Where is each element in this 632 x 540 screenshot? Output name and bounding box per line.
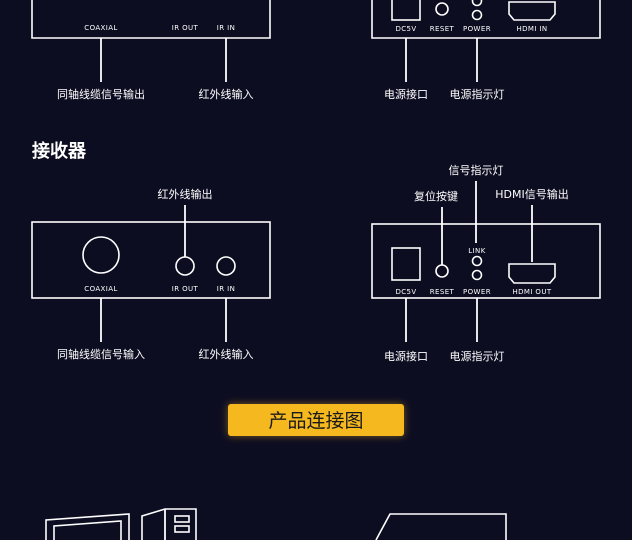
top-left-port-ir-in: IR IN — [217, 24, 235, 32]
receiver-callout-signal-led: 信号指示灯 — [449, 163, 504, 177]
top-led-power — [471, 9, 483, 21]
receiver-heading: 接收器 — [32, 140, 87, 162]
connection-banner-label: 产品连接图 — [268, 410, 363, 432]
receiver-left-port-ir-out: IR OUT — [172, 285, 199, 293]
connection-banner-bg — [228, 404, 404, 436]
receiver-callout-hdmi-output: HDMI信号输出 — [495, 187, 568, 201]
device-illustration — [375, 513, 507, 540]
receiver-led-link — [471, 255, 483, 267]
top-left-port-ir-out: IR OUT — [172, 24, 199, 32]
top-right-device: DC5V RESET POWER HDMI IN 电源接口 电源指示灯 — [371, 0, 601, 101]
top-dc-jack — [391, 0, 421, 21]
receiver-led-power — [471, 269, 483, 281]
receiver-left-port-ir-in: IR IN — [217, 285, 235, 293]
pc-drive-bay-1 — [174, 515, 190, 523]
top-right-port-reset: RESET — [430, 25, 455, 33]
top-right-port-dc5v: DC5V — [395, 25, 416, 33]
top-right-port-power: POWER — [463, 25, 491, 33]
receiver-coaxial-port — [82, 236, 120, 274]
top-right-port-hdmi-in: HDMI IN — [516, 25, 547, 33]
top-callout-ir-input: 红外线输入 — [199, 87, 254, 101]
pc-drive-bay-2 — [174, 525, 190, 533]
device-outline — [375, 513, 507, 540]
receiver-right-device-panel — [371, 223, 601, 299]
connection-banner: 产品连接图 — [228, 404, 404, 436]
monitor-outline — [45, 513, 130, 540]
receiver-right-port-power: POWER — [463, 288, 491, 296]
top-left-device-panel — [31, 0, 271, 39]
receiver-right-port-reset: RESET — [430, 288, 455, 296]
receiver-callout-ir-input: 红外线输入 — [199, 347, 254, 361]
receiver-ir-in-jack — [216, 256, 236, 276]
pc-tower-outline — [141, 508, 197, 540]
top-reset-button — [435, 2, 449, 16]
pc-tower-illustration — [141, 508, 197, 540]
receiver-left-port-coaxial: COAXIAL — [84, 285, 117, 293]
receiver-hdmi-out-port — [508, 263, 556, 284]
receiver-right-port-hdmi-out: HDMI OUT — [512, 288, 551, 296]
monitor-screen — [53, 520, 122, 540]
receiver-ir-out-jack — [175, 256, 195, 276]
receiver-callout-reset: 复位按键 — [414, 189, 458, 203]
top-hdmi-in-port — [508, 1, 556, 21]
top-right-device-panel — [371, 0, 601, 39]
receiver-callout-power-jack: 电源接口 — [384, 349, 428, 363]
receiver-right-port-dc5v: DC5V — [395, 288, 416, 296]
receiver-callout-ir-output: 红外线输出 — [158, 187, 213, 201]
top-callout-power-jack: 电源接口 — [384, 87, 428, 101]
receiver-callout-power-led: 电源指示灯 — [450, 349, 505, 363]
receiver-right-device: 信号指示灯 复位按键 HDMI信号输出 LINK DC5V RESET POWE… — [371, 163, 601, 363]
receiver-left-device: 红外线输出 COAXIAL IR OUT IR IN 同轴线缆信号输入 红外线输… — [31, 187, 271, 361]
top-callout-coaxial-output: 同轴线缆信号输出 — [57, 87, 145, 101]
top-led-upper — [471, 0, 483, 7]
receiver-reset-button — [435, 264, 449, 278]
top-callout-power-led: 电源指示灯 — [450, 87, 505, 101]
receiver-left-device-panel — [31, 221, 271, 299]
receiver-callout-coaxial-input: 同轴线缆信号输入 — [57, 347, 145, 361]
top-left-device: COAXIAL IR OUT IR IN 同轴线缆信号输出 红外线输入 — [31, 0, 271, 101]
top-left-port-coaxial: COAXIAL — [84, 24, 117, 32]
monitor-illustration — [45, 513, 130, 540]
receiver-label-link: LINK — [468, 247, 485, 255]
receiver-dc-jack — [391, 247, 421, 281]
